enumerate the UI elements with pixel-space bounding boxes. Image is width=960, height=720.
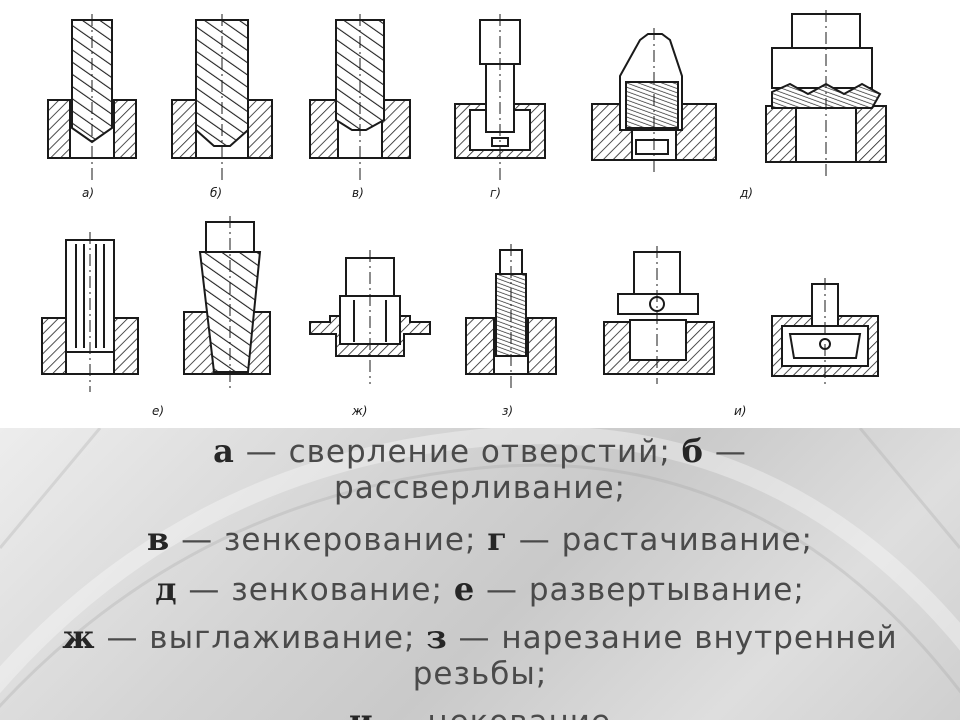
through-boring-drawing [603, 246, 715, 384]
panel-label-z: з) [502, 404, 514, 418]
caption-text-e: — развертывание; [475, 572, 805, 608]
panel-label-e: е) [152, 404, 165, 418]
core-drilling-drawing [171, 14, 273, 180]
caption-text-i: — цекование [374, 704, 611, 720]
taper-reaming-drawing [183, 216, 271, 392]
burnishing-drawing [309, 250, 431, 384]
drilling-drawing [47, 14, 137, 180]
panel-label-v: в) [352, 186, 364, 200]
caption-key-g: г [487, 520, 508, 558]
caption-line-7: и — цекование [0, 702, 960, 720]
tapping-drawing [465, 244, 557, 388]
panel-label-zh: ж) [352, 404, 368, 418]
caption-text-v: — зенкерование; [170, 522, 488, 558]
caption-text-zh: — выглаживание; [95, 620, 427, 656]
spot-facing-drawing [765, 10, 887, 176]
caption-key-a: а [213, 432, 235, 470]
countersinking-drawing [591, 28, 717, 172]
caption-text-a: — сверление отверстий; [234, 434, 682, 470]
panel-label-b: б) [210, 186, 223, 200]
panel-label-a: а) [82, 186, 95, 200]
caption-text-d: — зенкование; [177, 572, 454, 608]
caption-line-2: рассверливание; [0, 470, 960, 506]
caption-key-v: в [146, 520, 171, 558]
caption-text-b: рассверливание; [334, 470, 626, 506]
brushed-metal-background [0, 428, 960, 709]
reaming-drawing [41, 232, 139, 392]
panel-label-d: д) [740, 186, 753, 200]
caption-key-d: д [155, 570, 178, 608]
caption-key-z: з [426, 618, 448, 656]
caption-line-5: ж — выглаживание; з — нарезание внутренн… [0, 618, 960, 656]
operations-drawing [41, 10, 887, 392]
caption-panel: а — сверление отверстий; б — рассверлива… [0, 428, 960, 720]
caption-text-b-dash: — [703, 434, 747, 470]
caption-line-4: д — зенкование; е — развертывание; [0, 570, 960, 608]
back-spot-facing-drawing [771, 278, 879, 384]
caption-text-z: — нарезание внутренней [447, 620, 898, 656]
caption-line-1: а — сверление отверстий; б — [0, 432, 960, 470]
machining-operations-figure: а) б) в) г) д) е) ж) з) и) [41, 10, 887, 418]
caption-line-6: резьбы; [0, 656, 960, 692]
caption-key-e: е [453, 570, 476, 608]
caption-key-i: и [349, 702, 374, 720]
caption-text-g: — растачивание; [507, 522, 814, 558]
panel-label-g: г) [490, 186, 501, 200]
boring-drawing [454, 14, 546, 180]
panel-label-i: и) [734, 404, 747, 418]
caption-line-3: в — зенкерование; г — растачивание; [0, 520, 960, 558]
caption-key-zh: ж [62, 618, 96, 656]
counterboring-drawing [309, 14, 411, 180]
caption-key-b: б [681, 432, 704, 470]
caption-text-z-cont: резьбы; [412, 656, 548, 692]
